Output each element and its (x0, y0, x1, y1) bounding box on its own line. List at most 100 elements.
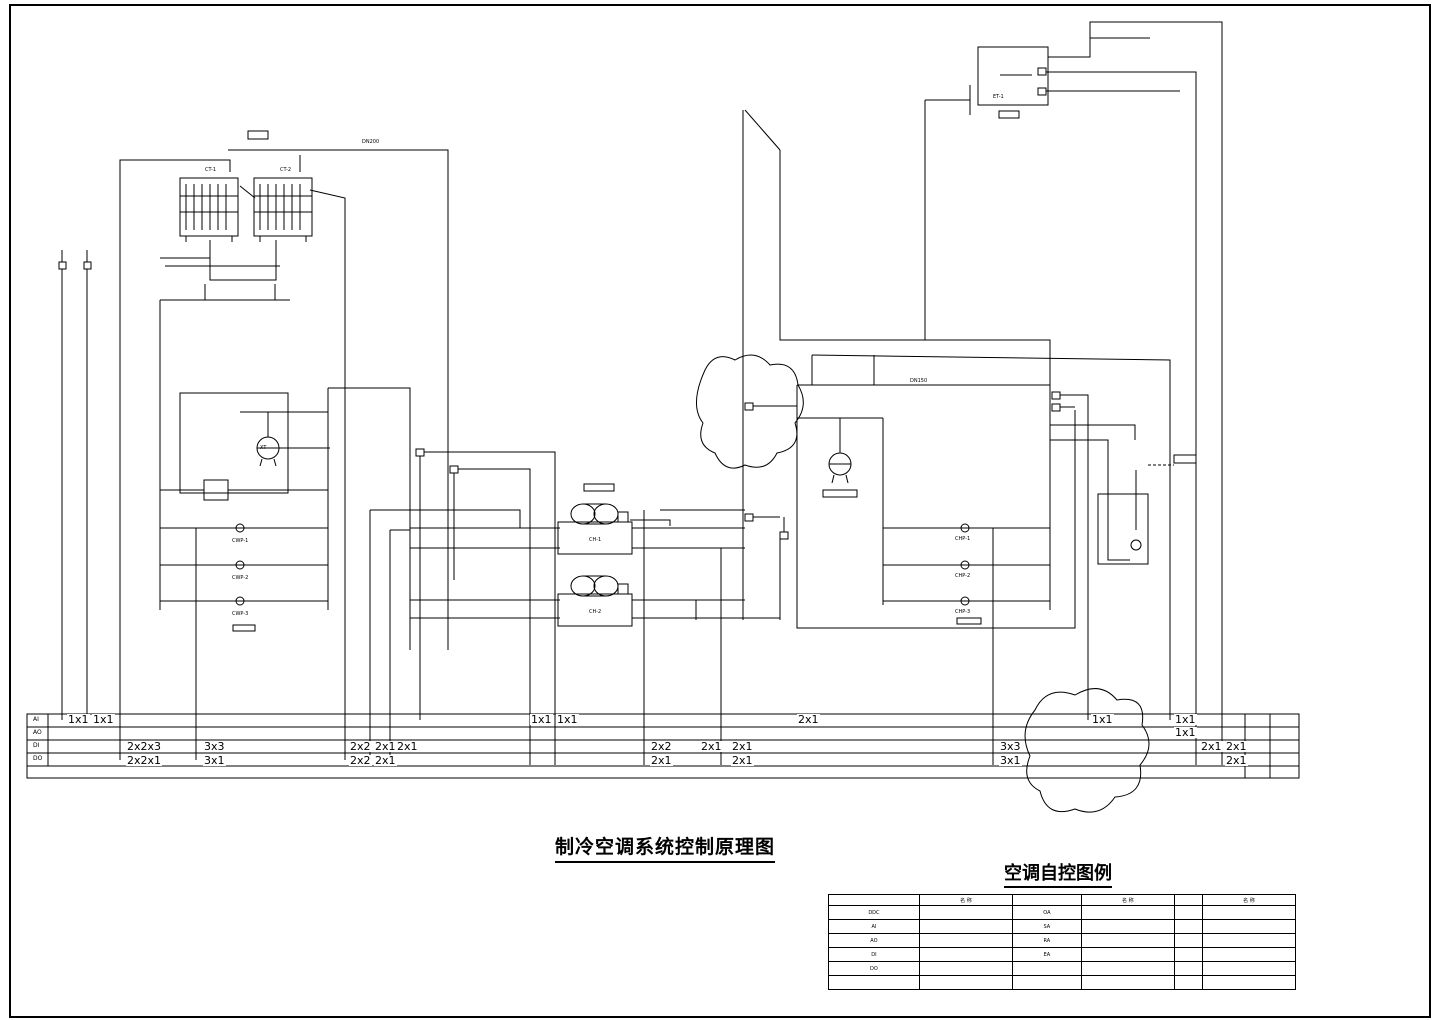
io-do-point: 2x2x1 (126, 754, 163, 767)
io-di-point: 2x1 (396, 740, 419, 753)
legend-cell: 名 称 (918, 894, 1013, 906)
legend-cell (918, 961, 1013, 976)
io-ai-point: 1x1 (92, 713, 115, 726)
legend-cell (828, 975, 920, 990)
io-ai-point: 1x1 (556, 713, 579, 726)
legend-cell (918, 919, 1013, 934)
io-ai-point: 1x1 (67, 713, 90, 726)
legend-cell (1011, 961, 1082, 976)
legend-cell (1201, 947, 1297, 962)
tag-dn150: DN150 (910, 378, 927, 384)
legend-cell (1201, 961, 1297, 976)
io-di-point: 2x1 (731, 740, 754, 753)
io-ai-point: 1x1 (1091, 713, 1114, 726)
io-do-point: 2x1 (731, 754, 754, 767)
legend-cell (828, 894, 920, 906)
tag-xt: XT (260, 445, 267, 451)
legend-cell: DDC (828, 905, 920, 920)
legend-cell (1173, 947, 1203, 962)
legend-row (828, 975, 1297, 990)
tag-ct1: CT-1 (205, 167, 216, 173)
legend-cell (918, 975, 1013, 990)
tag-chp1: CHP-1 (955, 536, 970, 542)
legend-cell: DI (828, 947, 920, 962)
io-di-point: 2x2 (650, 740, 673, 753)
cooling-tower-1 (179, 177, 239, 242)
legend-cell: OA (1011, 905, 1082, 920)
io-di-point: 2x1 (700, 740, 723, 753)
io-di-point: 2x2 (349, 740, 372, 753)
legend-cell (1080, 961, 1175, 976)
legend-cell: RA (1011, 933, 1082, 948)
io-do-point: 2x1 (374, 754, 397, 767)
legend-row: DO (828, 961, 1297, 976)
legend-cell (1173, 961, 1203, 976)
legend-cell (1080, 933, 1175, 948)
io-ao-point: 1x1 (1174, 726, 1197, 739)
tag-ch2: CH-2 (589, 609, 601, 615)
legend-cell (1201, 933, 1297, 948)
legend-cell (1080, 947, 1175, 962)
tag-chp3: CHP-3 (955, 609, 970, 615)
chiller-2 (557, 575, 633, 627)
io-row-label-ao: AO (33, 729, 42, 736)
io-do-point: 3x1 (999, 754, 1022, 767)
io-di-point: 3x3 (999, 740, 1022, 753)
tag-ch1: CH-1 (589, 537, 601, 543)
legend-row: AI SA (828, 919, 1297, 934)
io-ai-point: 1x1 (530, 713, 553, 726)
legend-cell (1173, 975, 1203, 990)
legend-table: 名 称 名 称 名 称 DDC OA AI SA AO RA DI EA (828, 894, 1297, 990)
io-ai-point: 1x1 (1174, 713, 1197, 726)
legend-title: 空调自控图例 (1004, 859, 1112, 888)
io-row-label-di: DI (33, 742, 40, 749)
io-do-point: 3x1 (203, 754, 226, 767)
legend-cell: EA (1011, 947, 1082, 962)
legend-cell (1173, 905, 1203, 920)
legend-cell (1080, 919, 1175, 934)
io-di-point: 2x2x3 (126, 740, 163, 753)
chiller-1 (557, 483, 633, 555)
legend-cell (1173, 919, 1203, 934)
legend-cell (1173, 894, 1203, 906)
tag-dn200: DN200 (362, 139, 379, 145)
io-di-point: 2x1 (1225, 740, 1248, 753)
tag-cwp1: CWP-1 (232, 538, 248, 544)
legend-cell (1011, 894, 1082, 906)
tag-cwp3: CWP-3 (232, 611, 248, 617)
legend-row: DDC OA (828, 905, 1297, 920)
tag-cwp2: CWP-2 (232, 575, 248, 581)
io-di-point: 2x1 (1200, 740, 1223, 753)
legend-cell: DO (828, 961, 920, 976)
legend-cell (1080, 905, 1175, 920)
cooling-tower-2 (253, 177, 313, 242)
legend-cell: AO (828, 933, 920, 948)
legend-cell (918, 947, 1013, 962)
tag-et1: ET-1 (993, 94, 1004, 100)
legend-cell (918, 933, 1013, 948)
legend-cell (918, 905, 1013, 920)
drawing-title: 制冷空调系统控制原理图 (555, 832, 776, 863)
io-do-point: 2x1 (1225, 754, 1248, 767)
io-do-point: 2x1 (650, 754, 673, 767)
io-row-label-do: DO (33, 755, 43, 762)
legend-cell: 名 称 (1201, 894, 1297, 906)
legend-cell (1201, 905, 1297, 920)
tag-chp2: CHP-2 (955, 573, 970, 579)
legend-cell (1080, 975, 1175, 990)
legend-cell (1173, 933, 1203, 948)
io-ai-point: 2x1 (797, 713, 820, 726)
legend-row: DI EA (828, 947, 1297, 962)
tag-ct2: CT-2 (280, 167, 291, 173)
io-do-point: 2x2 (349, 754, 372, 767)
legend-cell (1201, 919, 1297, 934)
io-di-point: 2x1 (374, 740, 397, 753)
legend-cell (1011, 975, 1082, 990)
legend-cell: 名 称 (1080, 894, 1175, 906)
io-row-label-ai: AI (33, 716, 39, 723)
legend-row: AO RA (828, 933, 1297, 948)
legend-cell: SA (1011, 919, 1082, 934)
legend-cell (1201, 975, 1297, 990)
io-di-point: 3x3 (203, 740, 226, 753)
